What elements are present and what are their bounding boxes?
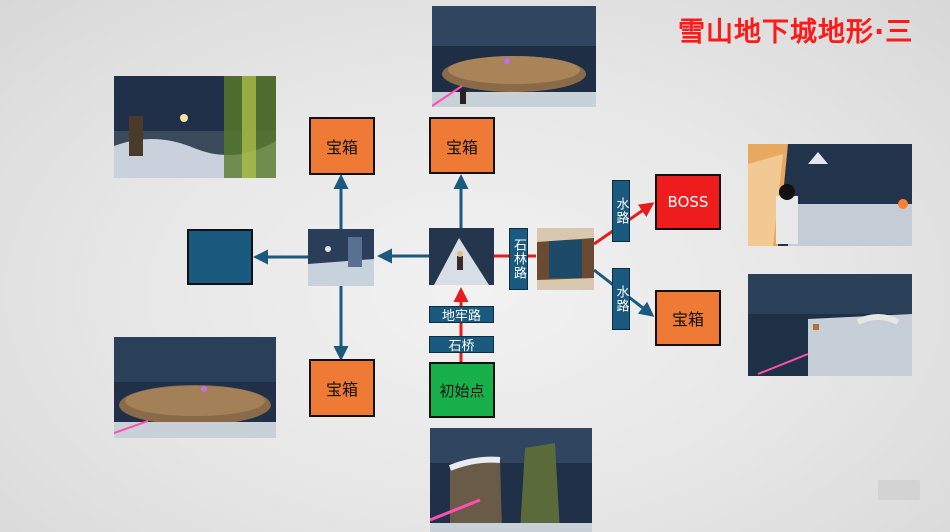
screenshot-boss — [748, 144, 912, 246]
room-cross-thumbnail — [308, 229, 374, 286]
screenshot-lower-left — [114, 337, 276, 438]
label-water-road-bottom: 水路 — [612, 268, 630, 330]
chest-node-right: 宝箱 — [655, 290, 721, 346]
chest-node-up-left: 宝箱 — [309, 117, 375, 175]
label-stone-forest-road: 石林路 — [509, 228, 528, 290]
boss-node: BOSS — [655, 174, 721, 230]
start-node: 初始点 — [429, 362, 495, 418]
room-node-left — [187, 229, 253, 285]
screenshot-upper-left — [114, 76, 276, 178]
chest-node-up-mid: 宝箱 — [429, 117, 495, 174]
watermark-block — [878, 480, 920, 500]
screenshot-top — [432, 6, 596, 107]
label-water-road-top: 水路 — [612, 180, 630, 242]
room-hub-thumbnail — [429, 228, 494, 285]
label-stone-bridge: 石桥 — [429, 336, 494, 354]
room-right-thumbnail — [537, 228, 594, 290]
label-dungeon-road: 地牢路 — [429, 306, 494, 324]
screenshot-bottom — [430, 428, 592, 532]
screenshot-right-chest — [748, 274, 912, 376]
page-title: 雪山地下城地形·三 — [678, 17, 914, 48]
chest-node-down-left: 宝箱 — [309, 359, 375, 417]
